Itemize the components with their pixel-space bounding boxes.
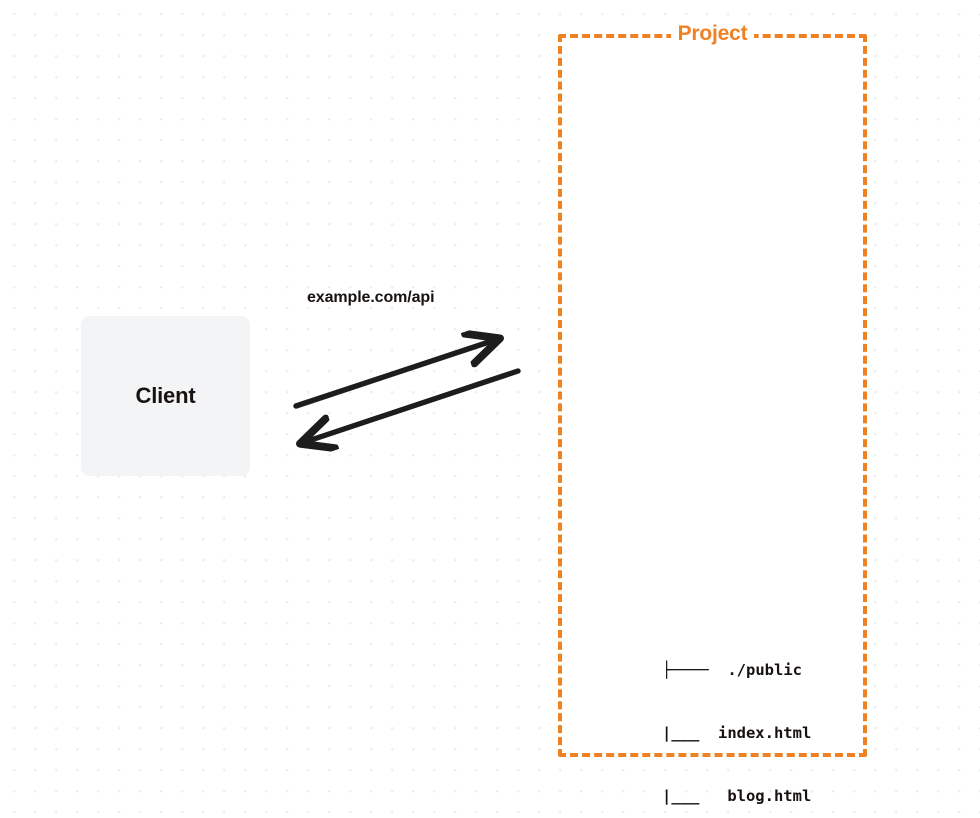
file-tree-line-root: ├──── ./public bbox=[662, 661, 802, 679]
assets-file-tree: ├──── ./public |___ index.html |___ blog… bbox=[606, 618, 812, 818]
project-group[interactable]: Project Worker Assets bbox=[558, 22, 867, 757]
edge-label-url: example.com/api bbox=[307, 289, 435, 306]
project-title: Project bbox=[670, 22, 755, 46]
response-arrow bbox=[302, 368, 521, 443]
request-arrow bbox=[293, 339, 498, 409]
file-tree-line-blog: |___ blog.html bbox=[606, 787, 812, 805]
client-label: Client bbox=[135, 383, 196, 408]
client-node[interactable]: Client bbox=[81, 316, 250, 476]
file-tree-line-index: |___ index.html bbox=[606, 724, 812, 742]
